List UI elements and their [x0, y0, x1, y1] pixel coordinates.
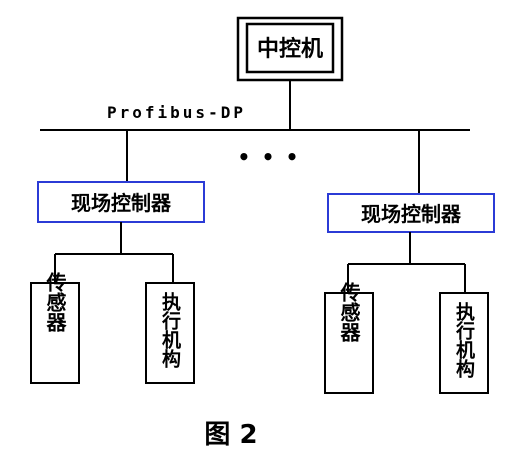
field-controller-box: [327, 193, 495, 233]
central-computer: 中控机: [236, 16, 344, 82]
sensor-box-right: 传感器: [324, 282, 374, 394]
sensor-label: 传感器: [337, 282, 361, 343]
controller-group-right: 现场控制器 传感器 执行机构: [324, 130, 495, 394]
bus-label: Profibus-DP: [107, 103, 246, 122]
sensor-box-left: 传感器: [30, 272, 80, 384]
actuator-label: 执行机构: [453, 301, 476, 378]
field-controller-label: 现场控制器: [361, 202, 462, 226]
field-controller-label: 现场控制器: [71, 191, 172, 215]
sensor-label: 传感器: [43, 272, 67, 333]
actuator-box-left: 执行机构: [145, 282, 195, 384]
central-computer-label: 中控机: [257, 36, 323, 62]
controller-group-left: 现场控制器 传感器 执行机构: [30, 130, 205, 384]
figure-caption: 图 2: [204, 420, 257, 450]
bus-ellipsis: • • •: [238, 145, 298, 169]
field-controller-box: [37, 181, 205, 223]
actuator-box-right: 执行机构: [439, 292, 489, 394]
actuator-label: 执行机构: [159, 291, 182, 368]
